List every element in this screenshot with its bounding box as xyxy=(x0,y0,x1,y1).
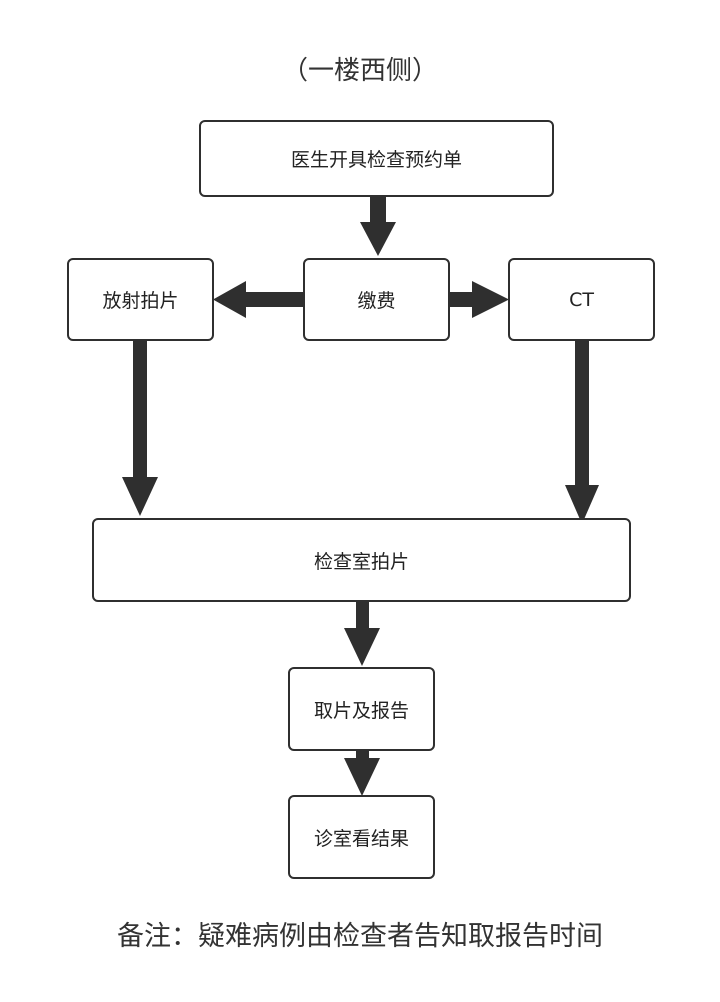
arrow-order-to-payment xyxy=(360,196,396,256)
arrow-pickup-to-clinic xyxy=(344,750,380,796)
footnote: 备注：疑难病例由检查者告知取报告时间 xyxy=(117,921,603,952)
arrow-payment-to-xray xyxy=(213,281,305,318)
clinic-results-box: 诊室看结果 xyxy=(288,795,435,879)
arrow-xray-to-exam-room xyxy=(122,341,158,516)
pickup-report-label: 取片及报告 xyxy=(313,699,409,722)
xray-label: 放射拍片 xyxy=(102,290,179,312)
xray-box: 放射拍片 xyxy=(67,258,214,341)
arrow-exam-room-to-pickup xyxy=(344,601,380,666)
exam-room-imaging-label: 检查室拍片 xyxy=(313,550,409,573)
ct-box: CT xyxy=(508,258,655,341)
doctor-order-label: 医生开具检查预约单 xyxy=(290,149,462,171)
ct-label: CT xyxy=(569,288,594,311)
doctor-order-box: 医生开具检查预约单 xyxy=(199,120,554,197)
diagram-title: （一楼西侧） xyxy=(281,56,438,86)
arrow-payment-to-ct xyxy=(450,281,509,318)
payment-label: 缴费 xyxy=(357,290,396,312)
exam-room-imaging-box: 检查室拍片 xyxy=(92,518,631,602)
payment-box: 缴费 xyxy=(303,258,450,341)
pickup-report-box: 取片及报告 xyxy=(288,667,435,751)
clinic-results-label: 诊室看结果 xyxy=(313,827,409,850)
arrow-ct-to-exam-room xyxy=(565,341,599,524)
